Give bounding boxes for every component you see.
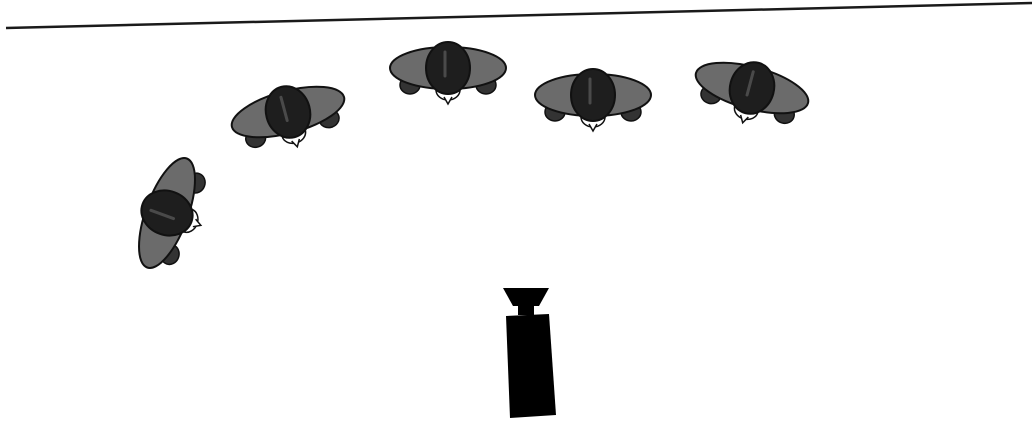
camera-icon bbox=[503, 288, 556, 418]
person-top-view-icon bbox=[121, 148, 223, 282]
person-top-view-icon bbox=[223, 70, 355, 164]
person-top-view-icon bbox=[533, 67, 653, 133]
person-top-view-icon bbox=[388, 40, 508, 106]
backdrop-line bbox=[5, 1, 1032, 30]
person-top-view-icon bbox=[685, 46, 817, 140]
